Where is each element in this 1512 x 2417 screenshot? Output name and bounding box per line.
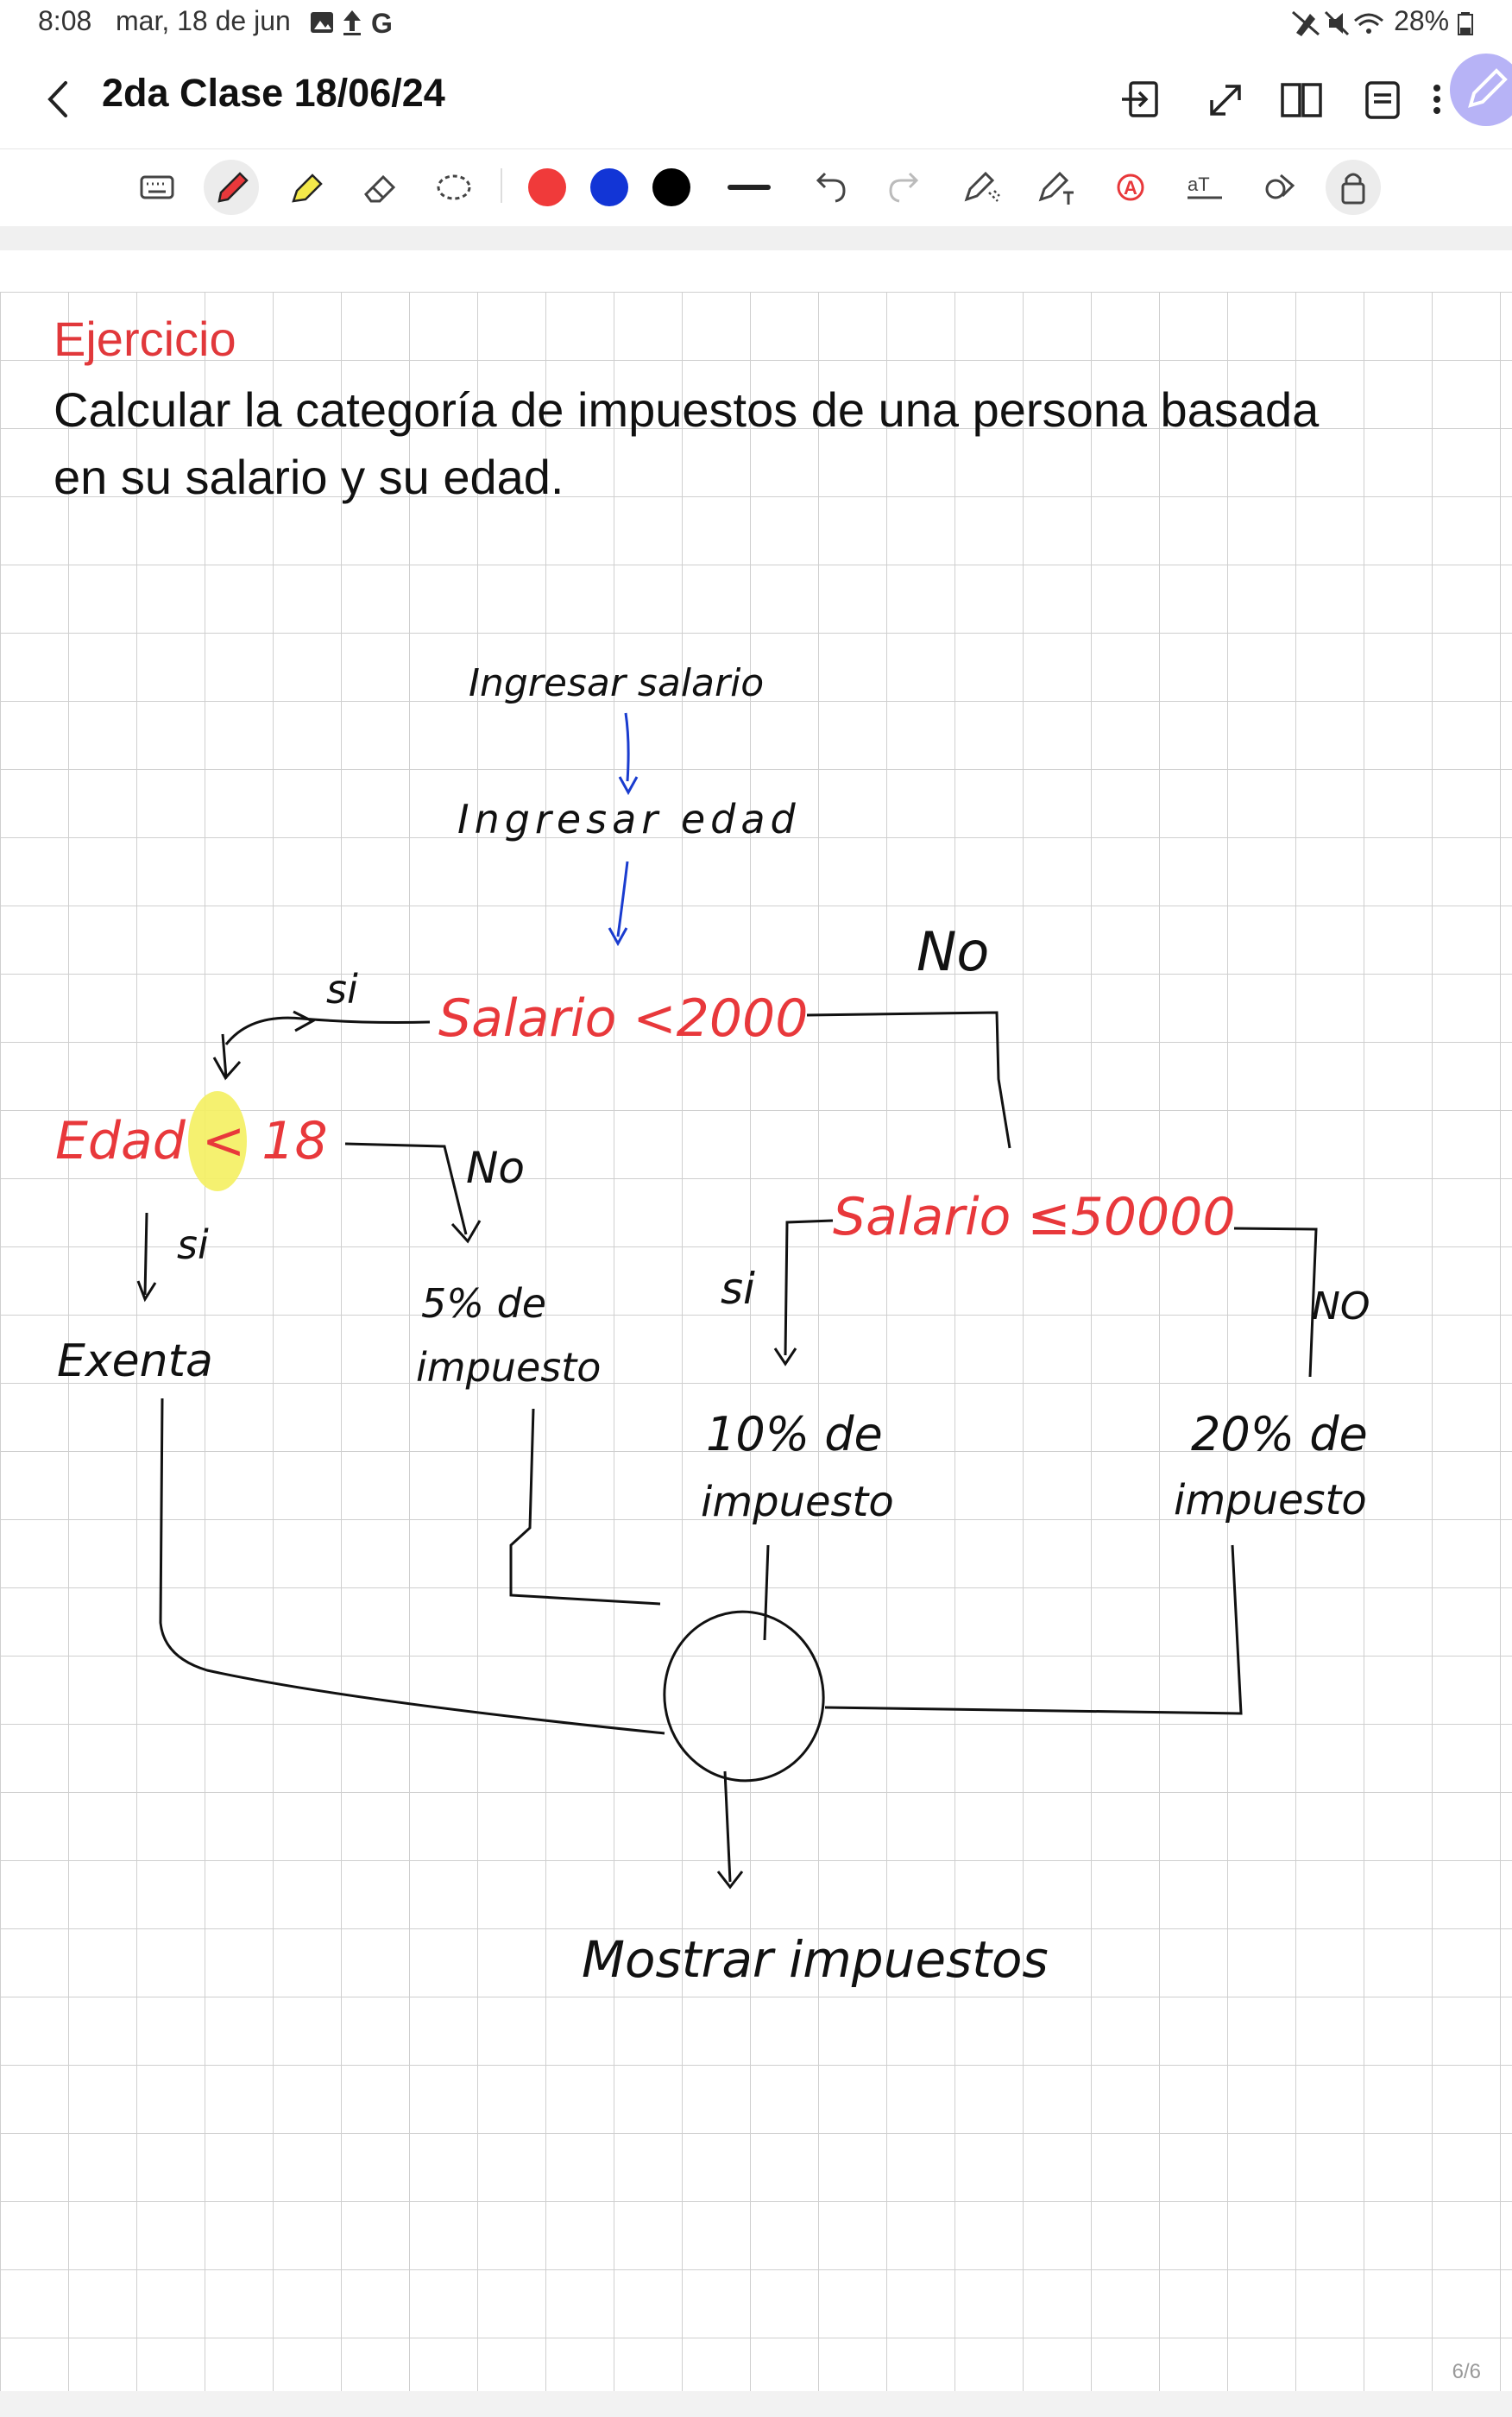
upload-icon bbox=[343, 10, 361, 35]
condicion-salario-2000: Salario <2000 bbox=[438, 988, 808, 1049]
mute-icon bbox=[1325, 10, 1350, 35]
gallery-icon bbox=[311, 12, 333, 33]
condicion-edad-b: 18 bbox=[245, 1111, 327, 1171]
si-label-1: si bbox=[326, 966, 358, 1013]
status-left-icons: G bbox=[311, 8, 393, 38]
list-icon[interactable] bbox=[1355, 71, 1410, 128]
pen-icon bbox=[217, 172, 249, 203]
pen-mode-icon bbox=[1468, 68, 1508, 108]
drawing-toolbar: A aT bbox=[0, 148, 1512, 225]
si-label-2: si bbox=[177, 1221, 209, 1268]
handwriting-icon[interactable]: A bbox=[1103, 160, 1158, 215]
more-icon[interactable] bbox=[1424, 71, 1450, 128]
text-select-icon[interactable] bbox=[1029, 160, 1084, 215]
cinco-pct-label: 5% de bbox=[421, 1280, 546, 1327]
diez-pct-label: 10% de bbox=[706, 1407, 883, 1461]
veinte-impuesto-label: impuesto bbox=[1174, 1476, 1367, 1524]
book-icon[interactable] bbox=[1274, 71, 1329, 128]
toolbar-shadow bbox=[0, 226, 1512, 250]
undo-icon[interactable] bbox=[801, 160, 856, 215]
export-icon[interactable] bbox=[1115, 71, 1170, 128]
veinte-pct-label: 20% de bbox=[1191, 1407, 1368, 1461]
condicion-edad-op: < bbox=[202, 1111, 245, 1171]
pen-tool[interactable] bbox=[204, 160, 259, 215]
back-arrow-icon[interactable] bbox=[36, 71, 79, 128]
blue-arrows bbox=[608, 712, 639, 947]
note-heading: Ejercicio bbox=[54, 312, 236, 366]
eraser-icon[interactable] bbox=[352, 160, 407, 215]
google-icon: G bbox=[371, 8, 393, 38]
svg-text:G: G bbox=[371, 8, 393, 38]
svg-text:aT: aT bbox=[1188, 174, 1210, 195]
color-red-swatch[interactable] bbox=[528, 168, 566, 206]
note-canvas[interactable] bbox=[0, 292, 1512, 2391]
keyboard-icon[interactable] bbox=[129, 160, 185, 215]
ingresar-salario-label: Ingresar salario bbox=[469, 661, 764, 705]
red-ink-text: Salario <2000 Edad < 18 Salario ≤50000 bbox=[55, 988, 1236, 1247]
no-label-3: NO bbox=[1312, 1284, 1370, 1328]
pen-mode-button[interactable] bbox=[1450, 54, 1512, 126]
ink-text: Ingresar salario Ingresar edad si No No … bbox=[57, 661, 1370, 1989]
no-label-1: No bbox=[917, 920, 989, 983]
status-time: 8:08 bbox=[38, 5, 92, 36]
status-right-icons bbox=[1292, 10, 1384, 36]
mostrar-impuestos-label: Mostrar impuestos bbox=[582, 1930, 1049, 1989]
diez-impuesto-label: impuesto bbox=[701, 1478, 894, 1526]
note-body: Calcular la categoría de impuestos de un… bbox=[54, 382, 1320, 504]
app-header: 2da Clase 18/06/24 bbox=[0, 52, 1512, 147]
lasso-icon[interactable] bbox=[426, 160, 482, 215]
lock-tool[interactable] bbox=[1326, 160, 1381, 215]
ink-lines bbox=[136, 1010, 1318, 1890]
battery-icon bbox=[1458, 11, 1473, 35]
stroke-icon[interactable] bbox=[721, 160, 777, 215]
no-label-2: No bbox=[466, 1143, 525, 1193]
shapes-icon[interactable] bbox=[1251, 160, 1307, 215]
color-blue-swatch[interactable] bbox=[590, 168, 628, 206]
pen-disabled-icon bbox=[1292, 10, 1320, 36]
si-label-3: si bbox=[721, 1264, 755, 1314]
wifi-icon bbox=[1354, 13, 1384, 34]
battery-percent: 28% bbox=[1394, 5, 1450, 36]
condicion-edad: Edad < 18 bbox=[55, 1111, 328, 1171]
highlighter-icon[interactable] bbox=[278, 160, 333, 215]
cinco-impuesto-label: impuesto bbox=[416, 1344, 601, 1391]
lock-icon bbox=[1341, 173, 1365, 205]
note-title[interactable]: 2da Clase 18/06/24 bbox=[102, 71, 445, 115]
toolbar-divider bbox=[501, 168, 502, 203]
expand-icon[interactable] bbox=[1198, 71, 1253, 128]
highlight-mark bbox=[188, 1091, 247, 1191]
condicion-salario-50000: Salario ≤50000 bbox=[833, 1187, 1236, 1247]
color-black-swatch[interactable] bbox=[652, 168, 690, 206]
shape-select-icon[interactable] bbox=[954, 160, 1010, 215]
text-convert-icon[interactable]: aT bbox=[1177, 160, 1232, 215]
redo-icon[interactable] bbox=[879, 160, 934, 215]
status-bar: 8:08 mar, 18 de jun G 28% bbox=[0, 0, 1512, 48]
condicion-edad-a: Edad bbox=[55, 1111, 202, 1171]
page-indicator: 6/6 bbox=[1452, 2360, 1481, 2383]
svg-text:A: A bbox=[1124, 177, 1137, 199]
exenta-label: Exenta bbox=[57, 1335, 213, 1387]
bottom-band bbox=[0, 2391, 1512, 2417]
ingresar-edad-label: Ingresar edad bbox=[457, 796, 801, 842]
status-date: mar, 18 de jun bbox=[116, 5, 291, 36]
status-right: 28% bbox=[1291, 5, 1474, 38]
